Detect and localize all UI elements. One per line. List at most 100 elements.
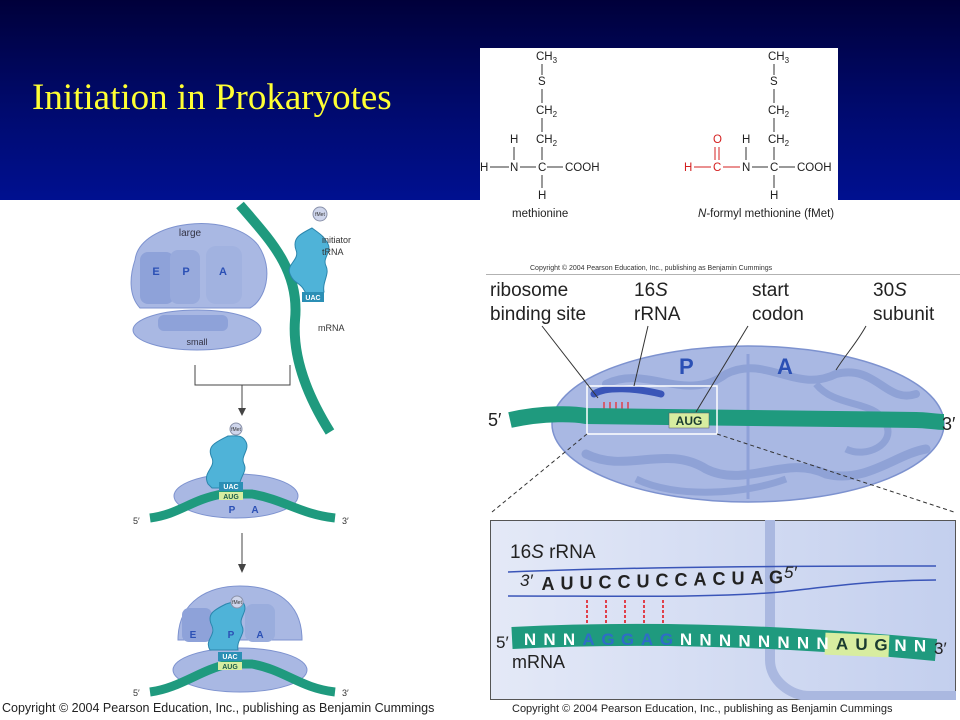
- zoom-box: [490, 520, 956, 700]
- label-rbs-2: binding site: [490, 304, 586, 325]
- label-16s-2: rRNA: [634, 304, 681, 325]
- three-prime-right: 3′: [942, 414, 956, 434]
- rrna-base: C: [713, 569, 726, 589]
- label-start-2: codon: [752, 304, 804, 325]
- rrna-base: A: [751, 568, 764, 588]
- three-prime-middle: 3′: [342, 516, 349, 526]
- fmet-ch3: CH3: [768, 51, 790, 65]
- site-p-label: P: [182, 266, 189, 278]
- svg-text:UAC: UAC: [223, 484, 238, 491]
- mrna-base: G: [601, 630, 614, 649]
- fmet-c: C: [770, 162, 778, 174]
- mrna-base: N: [699, 631, 711, 650]
- met-cooh: COOH: [565, 162, 600, 174]
- five-prime-right: 5′: [488, 410, 502, 430]
- assembly-bracket: [194, 365, 291, 410]
- site-e-pocket: [140, 252, 174, 304]
- mrna-base: N: [816, 634, 828, 653]
- site-a-right: A: [777, 354, 793, 379]
- site-e-label: E: [152, 266, 159, 278]
- rrna-16s-piece: [590, 385, 665, 398]
- anticodon-box: [302, 292, 324, 302]
- codon-box-complex: [219, 492, 243, 500]
- initiator-trna-icon-complex: [206, 435, 248, 489]
- zoom-mrna-label: mRNA: [512, 652, 565, 672]
- ribosome-assembly-panel: large E P A small fMet UAC initiator tRN…: [130, 201, 351, 698]
- start-codon-box: [668, 412, 710, 429]
- fmet-h-bottom: H: [770, 190, 778, 202]
- mrna-base: A: [641, 630, 653, 649]
- label-30s-2: subunit: [873, 304, 935, 325]
- svg-text:fMet: fMet: [232, 600, 242, 606]
- fmet-ch2b: CH2: [768, 134, 790, 148]
- fmet-c-formyl: C: [713, 162, 721, 174]
- mrna-base: N: [524, 630, 536, 649]
- mrna-base: G: [660, 630, 673, 649]
- mrna-base: N: [543, 630, 555, 649]
- svg-text:E: E: [190, 630, 197, 641]
- mrna-base: N: [758, 632, 770, 651]
- svg-text:AUG: AUG: [223, 494, 239, 501]
- mrna-base: N: [719, 631, 731, 650]
- met-label: methionine: [512, 208, 568, 220]
- mrna-base: N: [563, 630, 575, 649]
- mrna-base: N: [894, 636, 906, 655]
- fmet-h-formyl: H: [684, 162, 692, 174]
- met-ch2a: CH2: [536, 105, 558, 119]
- fmet-h-top: H: [742, 134, 750, 146]
- mrna-base: G: [621, 630, 634, 649]
- zoom-mrna-three: 3′: [934, 639, 947, 658]
- assembly-copyright: Copyright © 2004 Pearson Education, Inc.…: [2, 701, 435, 715]
- met-ch2b: CH2: [536, 134, 558, 148]
- site-p-right: P: [679, 354, 694, 379]
- svg-text:UAC: UAC: [222, 654, 237, 661]
- fmet-label: N-formyl methionine (fMet): [698, 208, 834, 220]
- ribosome-binding-panel: ribosome binding site 16S rRNA start cod…: [486, 274, 960, 514]
- rrna-base: C: [599, 572, 612, 592]
- mrna-base: N: [914, 637, 926, 656]
- site-p-pocket: [170, 250, 200, 304]
- mrna-base: A: [582, 630, 594, 649]
- zoom-rrna-five: 5′: [784, 563, 797, 582]
- label-start-1: start: [752, 280, 790, 301]
- met-h-top: H: [510, 134, 518, 146]
- zoom-rrna-label: 16S rRNA: [510, 542, 596, 563]
- fmet-ch2a: CH2: [768, 105, 790, 119]
- rrna-base: C: [618, 572, 631, 592]
- svg-text:AUG: AUG: [222, 664, 238, 671]
- rrna-base: C: [675, 570, 688, 590]
- base-pairing-lines: [586, 600, 664, 624]
- svg-text:P: P: [228, 630, 235, 641]
- slide-title: Initiation in Prokaryotes: [32, 77, 392, 118]
- rrna-base: C: [656, 571, 669, 591]
- start-codon-label: AUG: [676, 414, 703, 428]
- site-a-pocket: [206, 246, 242, 304]
- mrna-base: G: [874, 636, 887, 655]
- three-prime-bottom: 3′: [342, 688, 349, 698]
- svg-text:A: A: [251, 505, 258, 516]
- fmet-s: S: [770, 76, 778, 88]
- zoom-mrna-five: 5′: [496, 633, 509, 652]
- rrna-strand-zoom: [507, 565, 937, 573]
- svg-text:P: P: [229, 505, 236, 516]
- arrow-down-icon-2: [238, 564, 246, 573]
- rrna-base: U: [561, 573, 574, 593]
- rrna-base: A: [694, 570, 707, 590]
- mrna-strand-right: [508, 406, 945, 430]
- met-n: N: [510, 162, 518, 174]
- svg-text:A: A: [256, 630, 263, 641]
- small-label: small: [186, 337, 207, 347]
- arrow-down-icon-1: [238, 408, 246, 416]
- five-prime-bottom: 5′: [133, 688, 140, 698]
- large-label: large: [179, 228, 202, 239]
- mrna-base: N: [797, 633, 809, 652]
- met-ch3: CH3: [536, 51, 558, 65]
- five-prime-middle: 5′: [133, 516, 140, 526]
- mrna-strand-middle: [149, 489, 336, 523]
- zoom-start-codon-box: [824, 632, 890, 658]
- rrna-base: A: [542, 574, 555, 594]
- zoom-rrna-three: 3′: [520, 571, 533, 590]
- zoom-copyright: Copyright © 2004 Pearson Education, Inc.…: [512, 703, 893, 715]
- initiator-trna-label-1: initiator: [322, 235, 351, 245]
